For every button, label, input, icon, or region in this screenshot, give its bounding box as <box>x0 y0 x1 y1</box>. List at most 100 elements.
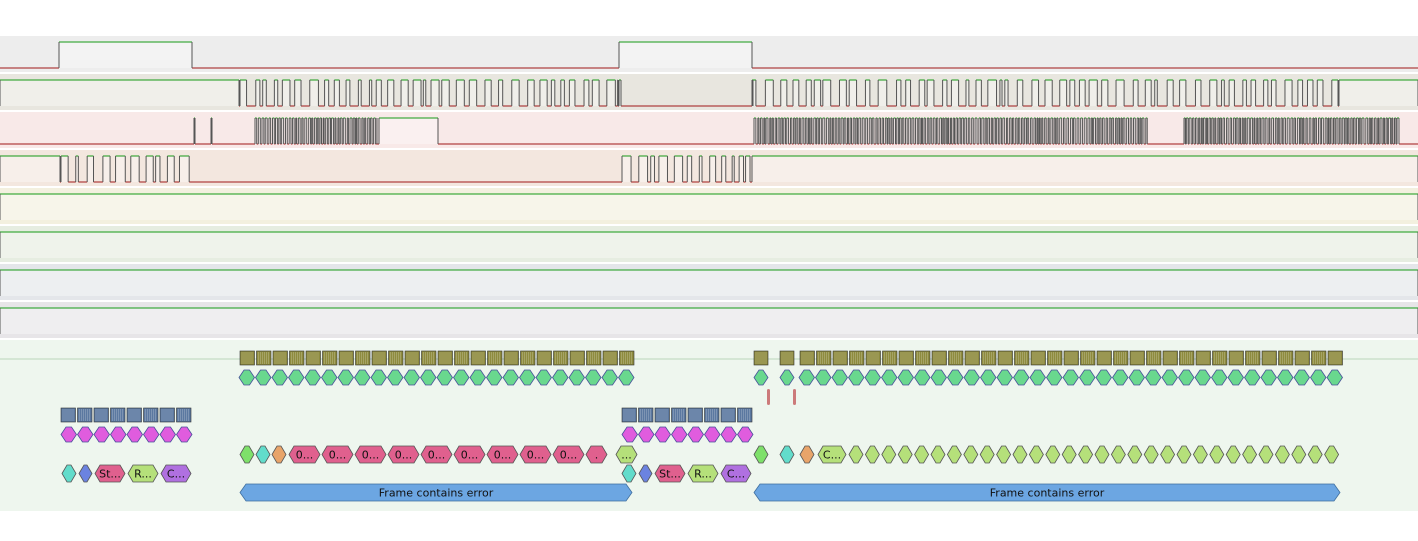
data-bits-a-23 <box>619 350 635 366</box>
high-region <box>1336 118 1338 144</box>
data-bits-b-30 <box>1294 350 1310 366</box>
bit-ticks <box>79 409 90 421</box>
hex-shape <box>947 369 964 386</box>
data-bits-b-10 <box>964 350 980 366</box>
cmd-hex-b-7 <box>737 426 754 443</box>
high-region <box>1017 80 1023 106</box>
high-region <box>1394 118 1396 144</box>
annot-byte-27 <box>1291 445 1307 464</box>
hex-label: 0... <box>362 449 380 462</box>
data-bits-a-17 <box>520 350 536 366</box>
high-region <box>732 156 735 182</box>
high-region <box>469 80 477 106</box>
high-region <box>816 118 819 144</box>
hex-shape <box>881 445 897 464</box>
high-region <box>865 80 870 106</box>
hex-shape <box>831 369 848 386</box>
bit-ticks <box>1131 352 1143 364</box>
high-region <box>1271 80 1277 106</box>
high-region <box>1345 118 1347 144</box>
high-region <box>1333 118 1335 144</box>
high-region <box>1079 80 1086 106</box>
data-bits-b-8 <box>931 350 947 366</box>
bit-cell <box>1162 350 1178 366</box>
bit-cell <box>1014 350 1030 366</box>
high-region <box>819 118 822 144</box>
high-region <box>1300 118 1302 144</box>
high-region <box>1044 118 1047 144</box>
data-hex-a-16 <box>502 369 519 386</box>
hex-shape <box>1209 445 1225 464</box>
high-region <box>331 118 334 144</box>
data-hex-a-4 <box>304 369 321 386</box>
high-region <box>754 118 756 144</box>
data-bits-b-16 <box>1063 350 1079 366</box>
bit-cell <box>487 350 503 366</box>
bit-ticks <box>439 352 451 364</box>
high-region <box>364 118 366 144</box>
annot-data-2: 0... <box>354 445 387 464</box>
hex-shape <box>255 445 271 464</box>
bit-cell <box>126 407 142 423</box>
high-region <box>527 80 535 106</box>
hex-shape <box>238 369 255 386</box>
data-hex-a-20 <box>568 369 585 386</box>
high-region <box>1087 118 1090 144</box>
data-bits-a-6 <box>338 350 354 366</box>
high-region <box>1044 80 1053 106</box>
high-region <box>1116 80 1125 106</box>
data-hex-a-12 <box>436 369 453 386</box>
hex-shape <box>337 369 354 386</box>
high-region <box>1315 118 1317 144</box>
data-bits-a-12 <box>437 350 453 366</box>
annot-data-4: 0... <box>420 445 453 464</box>
hex-shape <box>126 426 143 443</box>
bit-ticks <box>1230 352 1242 364</box>
hex-shape <box>1128 369 1145 386</box>
bit-ticks <box>621 352 632 364</box>
bit-cell <box>898 350 914 366</box>
data-bits-b-27 <box>1245 350 1261 366</box>
data-hex-b-29 <box>1277 369 1294 386</box>
bit-cell <box>997 350 1013 366</box>
high-region <box>1347 118 1350 144</box>
bit-cell <box>1294 350 1310 366</box>
cmd-hex-b-4 <box>687 426 704 443</box>
bit-ticks <box>161 409 173 421</box>
high-region <box>311 118 313 144</box>
data-bits-b-25 <box>1212 350 1228 366</box>
high-region <box>1388 118 1391 144</box>
frame-error-shape <box>239 483 633 502</box>
high-region <box>1328 118 1330 144</box>
bit-cell <box>671 407 687 423</box>
data-hex-b-19 <box>1112 369 1129 386</box>
data-hex-a-2 <box>271 369 288 386</box>
hex-label: 0... <box>296 449 314 462</box>
hex-shape <box>654 426 671 443</box>
high-region <box>1242 80 1247 106</box>
annot-ack-a <box>255 445 271 464</box>
high-region <box>1365 118 1368 144</box>
high-region <box>1021 118 1023 144</box>
annot-data-6: 0... <box>486 445 519 464</box>
high-region <box>1391 118 1393 144</box>
data-bits-b-17 <box>1080 350 1096 366</box>
hex-shape <box>963 445 979 464</box>
high-region <box>511 80 520 106</box>
high-region <box>993 118 996 144</box>
bit-cell <box>1096 350 1112 366</box>
data-hex-b-2 <box>831 369 848 386</box>
high-region <box>829 118 831 144</box>
hex-label: ... <box>621 449 632 462</box>
high-region <box>1263 80 1268 106</box>
hex-shape <box>387 445 420 464</box>
bit-ticks <box>555 352 566 364</box>
high-region <box>890 118 893 144</box>
hex-shape <box>519 445 552 464</box>
annot-byte-28 <box>1307 445 1323 464</box>
data-hex-a-8 <box>370 369 387 386</box>
high-region <box>324 80 329 106</box>
cmd-annot-b-cmd: C... <box>720 464 752 483</box>
